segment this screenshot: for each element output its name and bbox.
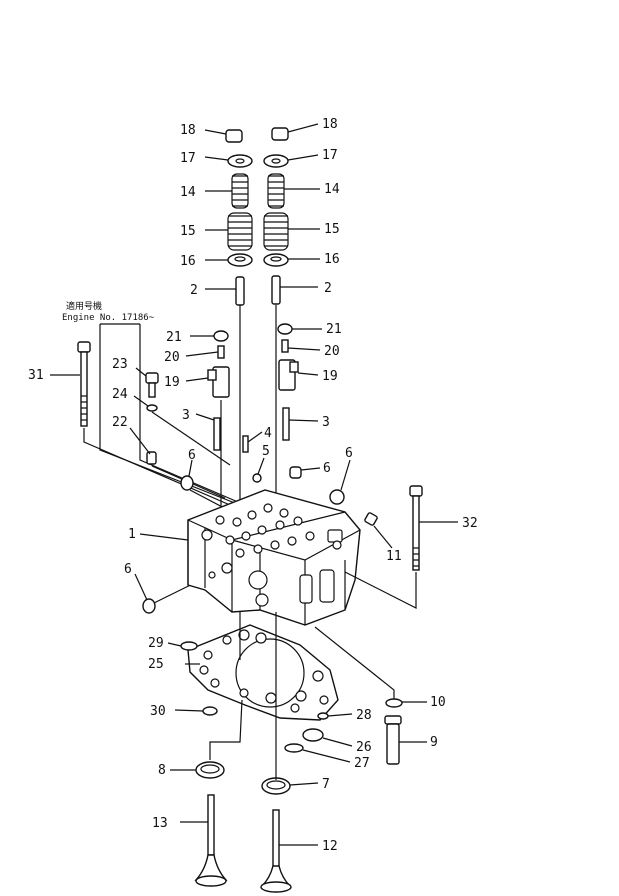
label-21-left: 21 [166,330,182,345]
label-19-left: 19 [164,375,180,390]
label-1: 1 [128,527,136,542]
label-6-c: 6 [345,446,353,461]
o-ring-10 [314,626,427,708]
inner-spring-14-right [267,173,320,209]
label-6-b: 6 [323,461,331,476]
dowel-4 [242,431,263,453]
label-3-left: 3 [182,408,190,423]
label-16-left: 16 [180,254,196,269]
o-ring-29 [167,641,198,651]
label-31: 31 [28,368,44,383]
label-8: 8 [158,763,166,778]
label-17-right: 17 [322,148,338,163]
note-bracket-right [139,324,246,506]
label-27: 27 [354,756,370,771]
valve-bridge-19-left [185,366,230,398]
valve-guide-2-right [271,275,318,305]
label-20-right: 20 [324,344,340,359]
bridge-guide-3-left [195,413,221,451]
expansion-plug-6-a [180,459,229,511]
spring-retainer-17-left [204,154,253,168]
valve-seat-7 [261,777,319,795]
label-2-right: 2 [324,281,332,296]
label-24: 24 [112,387,128,402]
spring-retainer-17-right [263,154,319,168]
valve-12 [260,809,318,893]
plug-11 [364,512,393,549]
valve-guide-2-left [205,276,245,306]
label-25: 25 [148,657,164,672]
valve-cap-18-right [271,123,319,141]
label-4: 4 [264,426,272,441]
label-16-right: 16 [324,252,340,267]
label-7: 7 [322,777,330,792]
label-23: 23 [112,357,128,372]
label-15-right: 15 [324,222,340,237]
label-11: 11 [386,549,402,564]
label-19-right: 19 [322,369,338,384]
adjust-nut-21-left [190,330,229,342]
adjust-nut-21-right [277,323,322,335]
label-3-right: 3 [322,415,330,430]
label-29: 29 [148,636,164,651]
spring-seat-16-right [263,253,320,267]
bridge-guide-3-right [282,407,319,441]
label-10: 10 [430,695,446,710]
o-ring-27 [284,743,351,763]
label-22: 22 [112,415,128,430]
expansion-plug-6-c [329,459,351,505]
label-12: 12 [322,839,338,854]
valve-cap-18-left [204,129,243,143]
label-30: 30 [150,704,166,719]
label-5: 5 [262,444,270,459]
label-28: 28 [356,708,372,723]
valve-bridge-19-right [278,359,319,391]
o-ring-30 [174,706,218,716]
washer-24 [133,395,231,466]
label-32: 32 [462,516,478,531]
bolt-23 [135,367,159,398]
sleeve-9 [384,715,427,765]
label-14-left: 14 [180,185,196,200]
inner-spring-14-left [205,173,249,209]
label-17-left: 17 [180,151,196,166]
label-9: 9 [430,735,438,750]
expansion-plug-6-b [289,466,321,479]
adjust-screw-20-right [281,339,321,353]
label-6-d: 6 [124,562,132,577]
label-21-right: 21 [326,322,342,337]
outer-spring-15-right [263,212,320,251]
label-2-left: 2 [190,283,198,298]
label-15-left: 15 [180,224,196,239]
valve-seat-8 [170,699,243,779]
o-ring-28 [317,712,353,720]
label-18-left: 18 [180,123,196,138]
head-bolt-32 [344,485,458,609]
head-gasket-25 [185,624,339,721]
note-bracket-left [99,324,241,506]
label-18-right: 18 [322,117,338,132]
label-26: 26 [356,740,372,755]
adjust-screw-20-left [185,345,225,359]
label-6-a: 6 [188,448,196,463]
applicability-note-jp: 適用号機 [66,300,102,312]
label-14-right: 14 [324,182,340,197]
outer-spring-15-left [205,212,253,251]
label-13: 13 [152,816,168,831]
plug-5 [252,457,265,483]
applicability-note-engine: Engine No. 17186~ [62,313,155,323]
cylinder-head-1 [139,489,361,626]
label-20-left: 20 [164,350,180,365]
o-ring-26 [302,728,353,747]
plug-22 [129,427,226,499]
spring-seat-16-left [205,253,253,267]
valve-13 [180,794,228,887]
